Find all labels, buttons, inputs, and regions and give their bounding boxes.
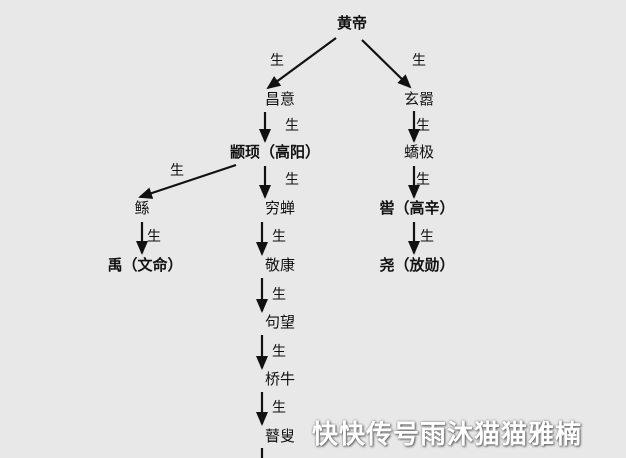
- node-gun: 鲧: [134, 199, 150, 217]
- node-jingkang: 敬康: [264, 256, 296, 274]
- edge-label-changyi-zhuanxu: 生: [285, 118, 299, 134]
- edge-label-huangdi-xuanxiao: 生: [412, 53, 426, 69]
- edge-label-zhuanxu-gun: 生: [170, 163, 184, 179]
- node-yu: 禹（文命）: [107, 256, 183, 274]
- edge-label-jiaoji-ku: 生: [416, 172, 430, 188]
- node-gusou: 瞽叟: [264, 427, 296, 445]
- edge-label-gun-yu: 生: [147, 229, 161, 245]
- edge-label-ku-yao: 生: [420, 229, 434, 245]
- node-qiongchan: 穷蝉: [264, 199, 296, 217]
- node-zhuanxu: 颛顼（高阳）: [229, 143, 321, 161]
- node-jiaoji: 蟜极: [403, 143, 435, 161]
- node-huangdi: 黄帝: [336, 14, 368, 32]
- arrow-huangdi-changyi: [266, 37, 337, 90]
- node-yao: 尧（放勋）: [379, 256, 455, 274]
- node-qiaoniu: 桥牛: [264, 370, 296, 388]
- edge-label-qiongchan-jingkang: 生: [272, 229, 286, 245]
- node-changyi: 昌意: [264, 90, 296, 108]
- edge-label-qiaoniu-gusou: 生: [272, 400, 286, 416]
- edge-label-huangdi-changyi: 生: [270, 53, 284, 69]
- arrow-huangdi-xuanxiao: [361, 39, 412, 89]
- node-ku: 喾（高辛）: [379, 199, 455, 217]
- arrow-zhuanxu-gun: [138, 163, 237, 199]
- edge-label-jumang-qiaoniu: 生: [272, 344, 286, 360]
- edge-label-xuanxiao-jiaoji: 生: [416, 118, 430, 134]
- watermark-text: 快快传号雨沐猫猫雅楠: [312, 420, 583, 450]
- edge-label-zhuanxu-qiongchan: 生: [285, 172, 299, 188]
- node-xuanxiao: 玄嚣: [403, 90, 435, 108]
- edge-label-jingkang-jumang: 生: [272, 287, 286, 303]
- node-jumang: 句望: [264, 313, 296, 331]
